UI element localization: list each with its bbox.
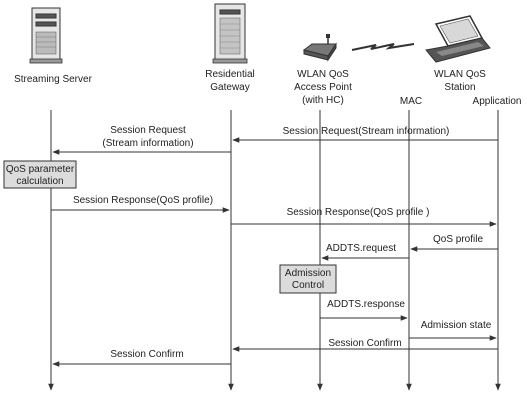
admission-control-line-1: Admission (285, 268, 331, 279)
laptop-icon (425, 15, 491, 63)
participant-gateway-line-1: Residential (205, 69, 254, 80)
participant-gateway-line-2: Gateway (210, 82, 249, 93)
admission-control-line-2: Control (292, 280, 324, 291)
msg-session-response-gw: Session Response(QoS profile ) (287, 207, 430, 218)
server-tower-icon (29, 7, 63, 64)
participant-mac: MAC (400, 96, 422, 107)
participant-station-line-1: WLAN QoS (434, 69, 486, 80)
gateway-tower-icon (212, 3, 248, 64)
participant-access-point-line-3: (with HC) (302, 95, 344, 106)
msg-qos-profile: QoS profile (433, 234, 483, 245)
participant-access-point-line-2: Access Point (294, 82, 352, 93)
wireless-router-icon (302, 34, 337, 62)
msg-addts-request: ADDTS.request (326, 243, 396, 254)
msg-session-confirm-gw: Session Confirm (110, 349, 183, 360)
qos-parameter-calculation-line-2: calculation (16, 176, 63, 187)
participant-application: Application (473, 96, 522, 107)
msg-session-request-gw-line-2: (Stream information) (102, 138, 193, 149)
qos-parameter-calculation-box (3, 160, 77, 189)
participant-streaming-server: Streaming Server (14, 74, 92, 85)
msg-session-response-srv: Session Response(QoS profile) (73, 195, 213, 206)
msg-session-confirm-app: Session Confirm (328, 338, 401, 349)
participant-station-line-2: Station (444, 82, 475, 93)
admission-control-box (279, 264, 337, 294)
lightning-link-icon (351, 43, 415, 51)
participant-access-point-line-1: WLAN QoS (297, 69, 349, 80)
qos-parameter-calculation-line-1: QoS parameter (6, 164, 75, 175)
msg-admission-state: Admission state (421, 320, 492, 331)
msg-session-request-gw-line-1: Session Request (110, 125, 186, 136)
msg-addts-response: ADDTS.response (327, 299, 405, 310)
msg-session-request-app: Session Request(Stream information) (283, 126, 450, 137)
